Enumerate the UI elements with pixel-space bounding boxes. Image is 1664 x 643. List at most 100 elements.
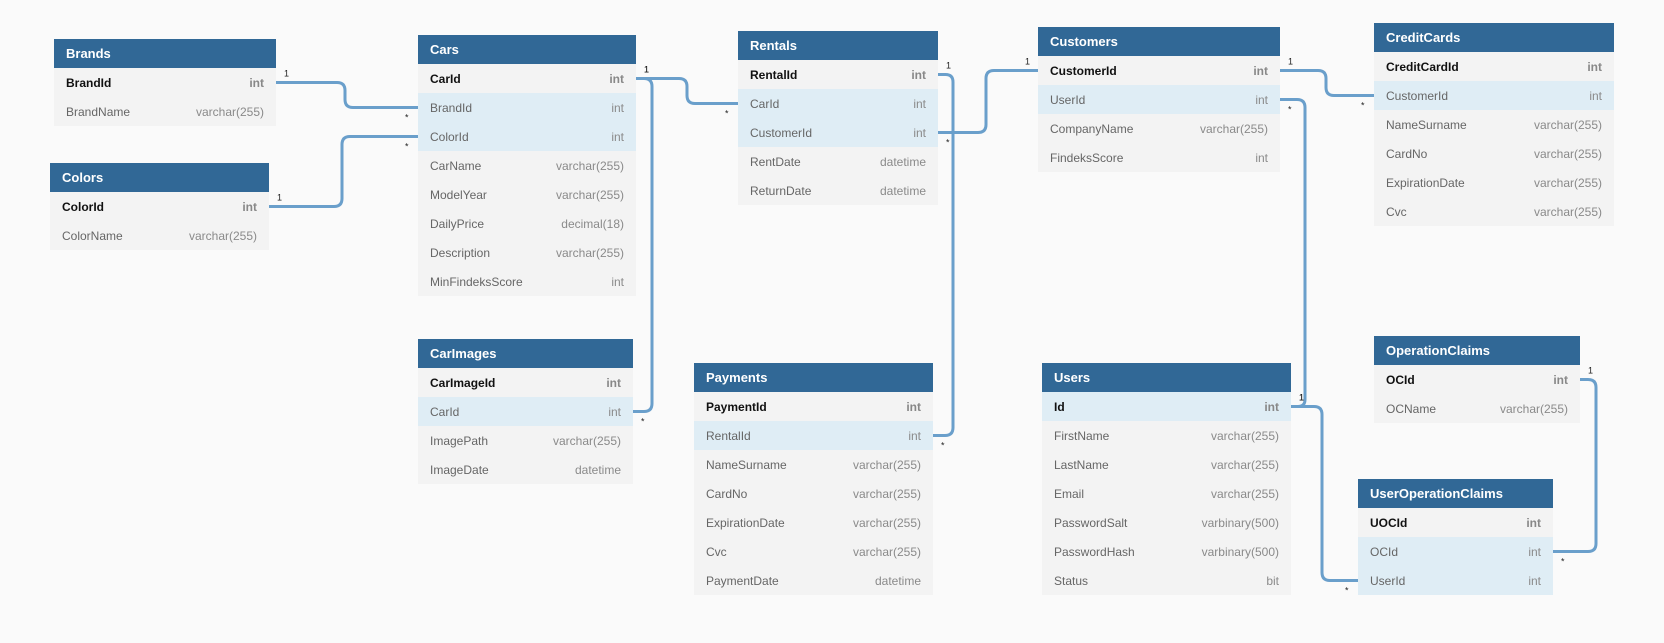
column-type: int [608, 404, 621, 419]
column-name: MinFindeksScore [430, 274, 523, 289]
column-name: ImagePath [430, 433, 489, 448]
table-header[interactable]: Cars [418, 35, 636, 64]
column-type: varchar(255) [1210, 486, 1279, 501]
table-header[interactable]: Rentals [738, 31, 938, 60]
column-type: varchar(255) [1533, 175, 1602, 190]
column-type: datetime [574, 462, 621, 477]
column-name: CarName [430, 158, 482, 173]
relation-line-colors-cars[interactable] [269, 135, 418, 208]
column-type: datetime [879, 183, 926, 198]
column-name: Cvc [1386, 204, 1407, 219]
cardinality-one-label: 1 [644, 65, 649, 75]
column-name: Email [1054, 486, 1085, 501]
column-name: ColorName [62, 228, 123, 243]
column-type: int [611, 100, 624, 115]
relation-line-customers-rentals[interactable] [938, 69, 1038, 134]
table-header[interactable]: CreditCards [1374, 23, 1614, 52]
column-type: int [242, 199, 257, 214]
relation-line-cars-rentals[interactable] [636, 77, 738, 105]
column-row-return-date[interactable]: ReturnDate datetime [738, 176, 938, 205]
relation-line-users-customers[interactable] [1280, 98, 1307, 408]
relation-line-customers-creditcards[interactable] [1280, 69, 1374, 97]
table-header[interactable]: Payments [694, 363, 933, 392]
relation-line-brands-cars[interactable] [276, 81, 418, 109]
relation-line-users-useroperationclaims[interactable] [1291, 405, 1358, 582]
table-header[interactable]: CarImages [418, 339, 633, 368]
cardinality-many-label: * [405, 113, 409, 123]
table-header[interactable]: UserOperationClaims [1358, 479, 1553, 508]
column-name: PaymentDate [706, 573, 779, 588]
column-row-email[interactable]: Email varchar(255) [1042, 479, 1291, 508]
column-name: CustomerId [750, 125, 813, 140]
column-name: PasswordHash [1054, 544, 1135, 559]
table-header[interactable]: Customers [1038, 27, 1280, 56]
column-type: int [1553, 372, 1568, 387]
table-header[interactable]: Colors [50, 163, 269, 192]
table-header[interactable]: OperationClaims [1374, 336, 1580, 365]
table-header[interactable]: Users [1042, 363, 1291, 392]
table-header[interactable]: Brands [54, 39, 276, 68]
column-name: ReturnDate [750, 183, 812, 198]
column-name: Description [430, 245, 491, 260]
